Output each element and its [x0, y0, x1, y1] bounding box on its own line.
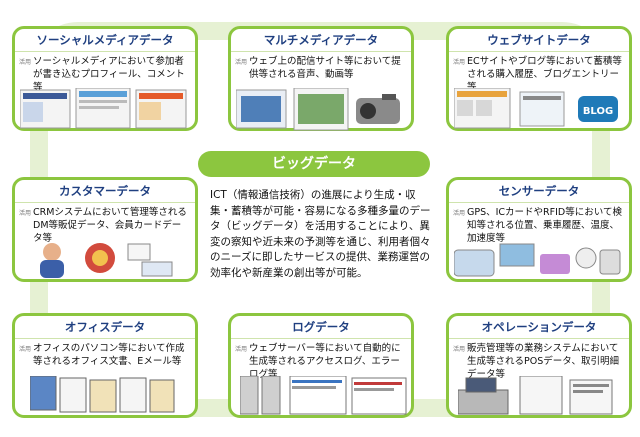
multimedia-image: [236, 88, 400, 131]
card-tag: 活用: [19, 59, 32, 66]
card-title: センサーデータ: [449, 180, 629, 203]
card-tag: 活用: [19, 210, 32, 217]
card-tag: 活用: [235, 59, 248, 66]
blog-label: BLOG: [583, 106, 613, 117]
card-description: GPS、ICカードやRFID等において検知等される位置、乗車履歴、温度、加速度等: [467, 207, 622, 244]
social-screenshots-image: [20, 88, 187, 129]
card-title: ソーシャルメディアデータ: [15, 29, 195, 52]
website-image: BLOG: [454, 88, 618, 129]
card-title: カスタマーデータ: [15, 180, 195, 203]
card-title: オペレーションデータ: [449, 316, 629, 339]
log-servers-image: [240, 376, 407, 415]
card-title: ウェブサイトデータ: [449, 29, 629, 52]
card-title: オフィスデータ: [15, 316, 195, 339]
card-description: ウェブサーバー等において自動的に生成等されるアクセスログ、エラーログ等: [249, 343, 401, 380]
card-description: ウェブ上の配信サイト等において提供等される音声、動画等: [249, 56, 401, 80]
pos-terminal-image: [458, 376, 613, 415]
card-tag: 活用: [19, 346, 32, 353]
card-description: CRMシステムにおいて管理等されるDM等販促データ、会員カードデータ等: [33, 207, 187, 244]
card-tag: 活用: [453, 346, 466, 353]
card-tag: 活用: [453, 59, 466, 66]
center-description: ICT（情報通信技術）の進展により生成・収集・蓄積等が可能・容易になる多種多量の…: [210, 189, 431, 279]
center-title: ビッグデータ: [198, 151, 430, 177]
card-title: ログデータ: [231, 316, 411, 339]
customer-image: [40, 243, 173, 278]
card-title: マルチメディアデータ: [231, 29, 411, 52]
card-tag: 活用: [453, 210, 466, 217]
card-description: オフィスのパソコン等において作成等されるオフィス文書、Eメール等: [33, 343, 185, 367]
office-documents-image: [30, 376, 175, 413]
card-tag: 活用: [235, 346, 248, 353]
sensor-image: [454, 243, 621, 277]
card-description: 販売管理等の業務システムにおいて生成等されるPOSデータ、取引明細データ等: [467, 343, 619, 380]
card-description: ソーシャルメディアにおいて参加者が書き込むプロフィール、コメント等: [33, 56, 185, 93]
